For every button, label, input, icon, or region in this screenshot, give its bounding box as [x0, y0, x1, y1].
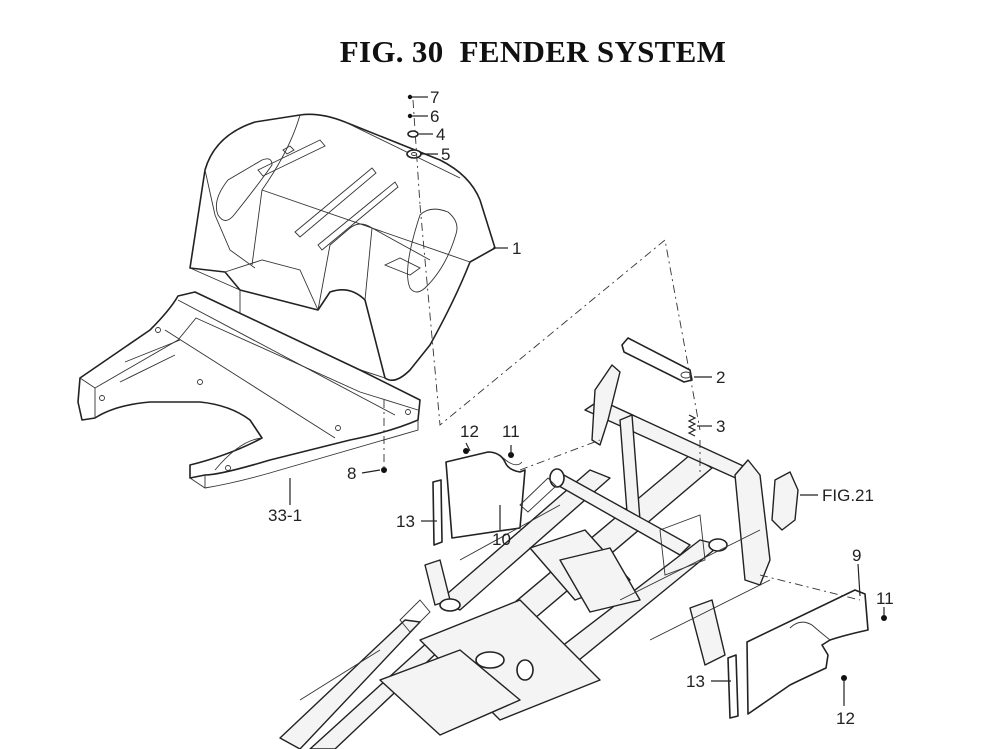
callout-3: 3 [716, 417, 725, 436]
callout-12-lower: 12 [836, 709, 855, 728]
callout-12-upper: 12 [460, 422, 479, 441]
callout-33-1: 33-1 [268, 506, 302, 525]
mounting-bar-part-2 [621, 337, 693, 383]
callout-2: 2 [716, 368, 725, 387]
trim-strip-part-13-right [727, 654, 739, 719]
callout-labels: 7 6 4 5 1 2 3 8 12 11 10 13 33-1 FIG.21 … [268, 88, 894, 728]
callout-8: 8 [347, 464, 356, 483]
callout-7: 7 [430, 88, 439, 107]
callout-1: 1 [512, 239, 521, 258]
callout-6: 6 [430, 107, 439, 126]
callout-11-upper: 11 [502, 422, 520, 441]
chassis-frame [279, 364, 799, 749]
floor-panel-part-33-1 [77, 291, 421, 489]
callout-13-left: 13 [396, 512, 415, 531]
side-panel-part-9 [746, 589, 869, 715]
callout-10: 10 [492, 530, 511, 549]
callout-5: 5 [441, 145, 450, 164]
assembly-guide-lines [383, 204, 861, 601]
callout-11-lower: 11 [876, 589, 894, 608]
side-panel-part-10 [445, 451, 526, 539]
callout-4: 4 [436, 125, 445, 144]
figure-title: FIG. 30 FENDER SYSTEM [339, 34, 727, 69]
trim-strip-part-13-left [432, 479, 443, 546]
leader-lines [289, 96, 885, 706]
callout-9: 9 [852, 546, 861, 565]
callout-13-right: 13 [686, 672, 705, 691]
spring-part-3 [687, 414, 697, 437]
callout-fig-21: FIG.21 [822, 486, 874, 505]
